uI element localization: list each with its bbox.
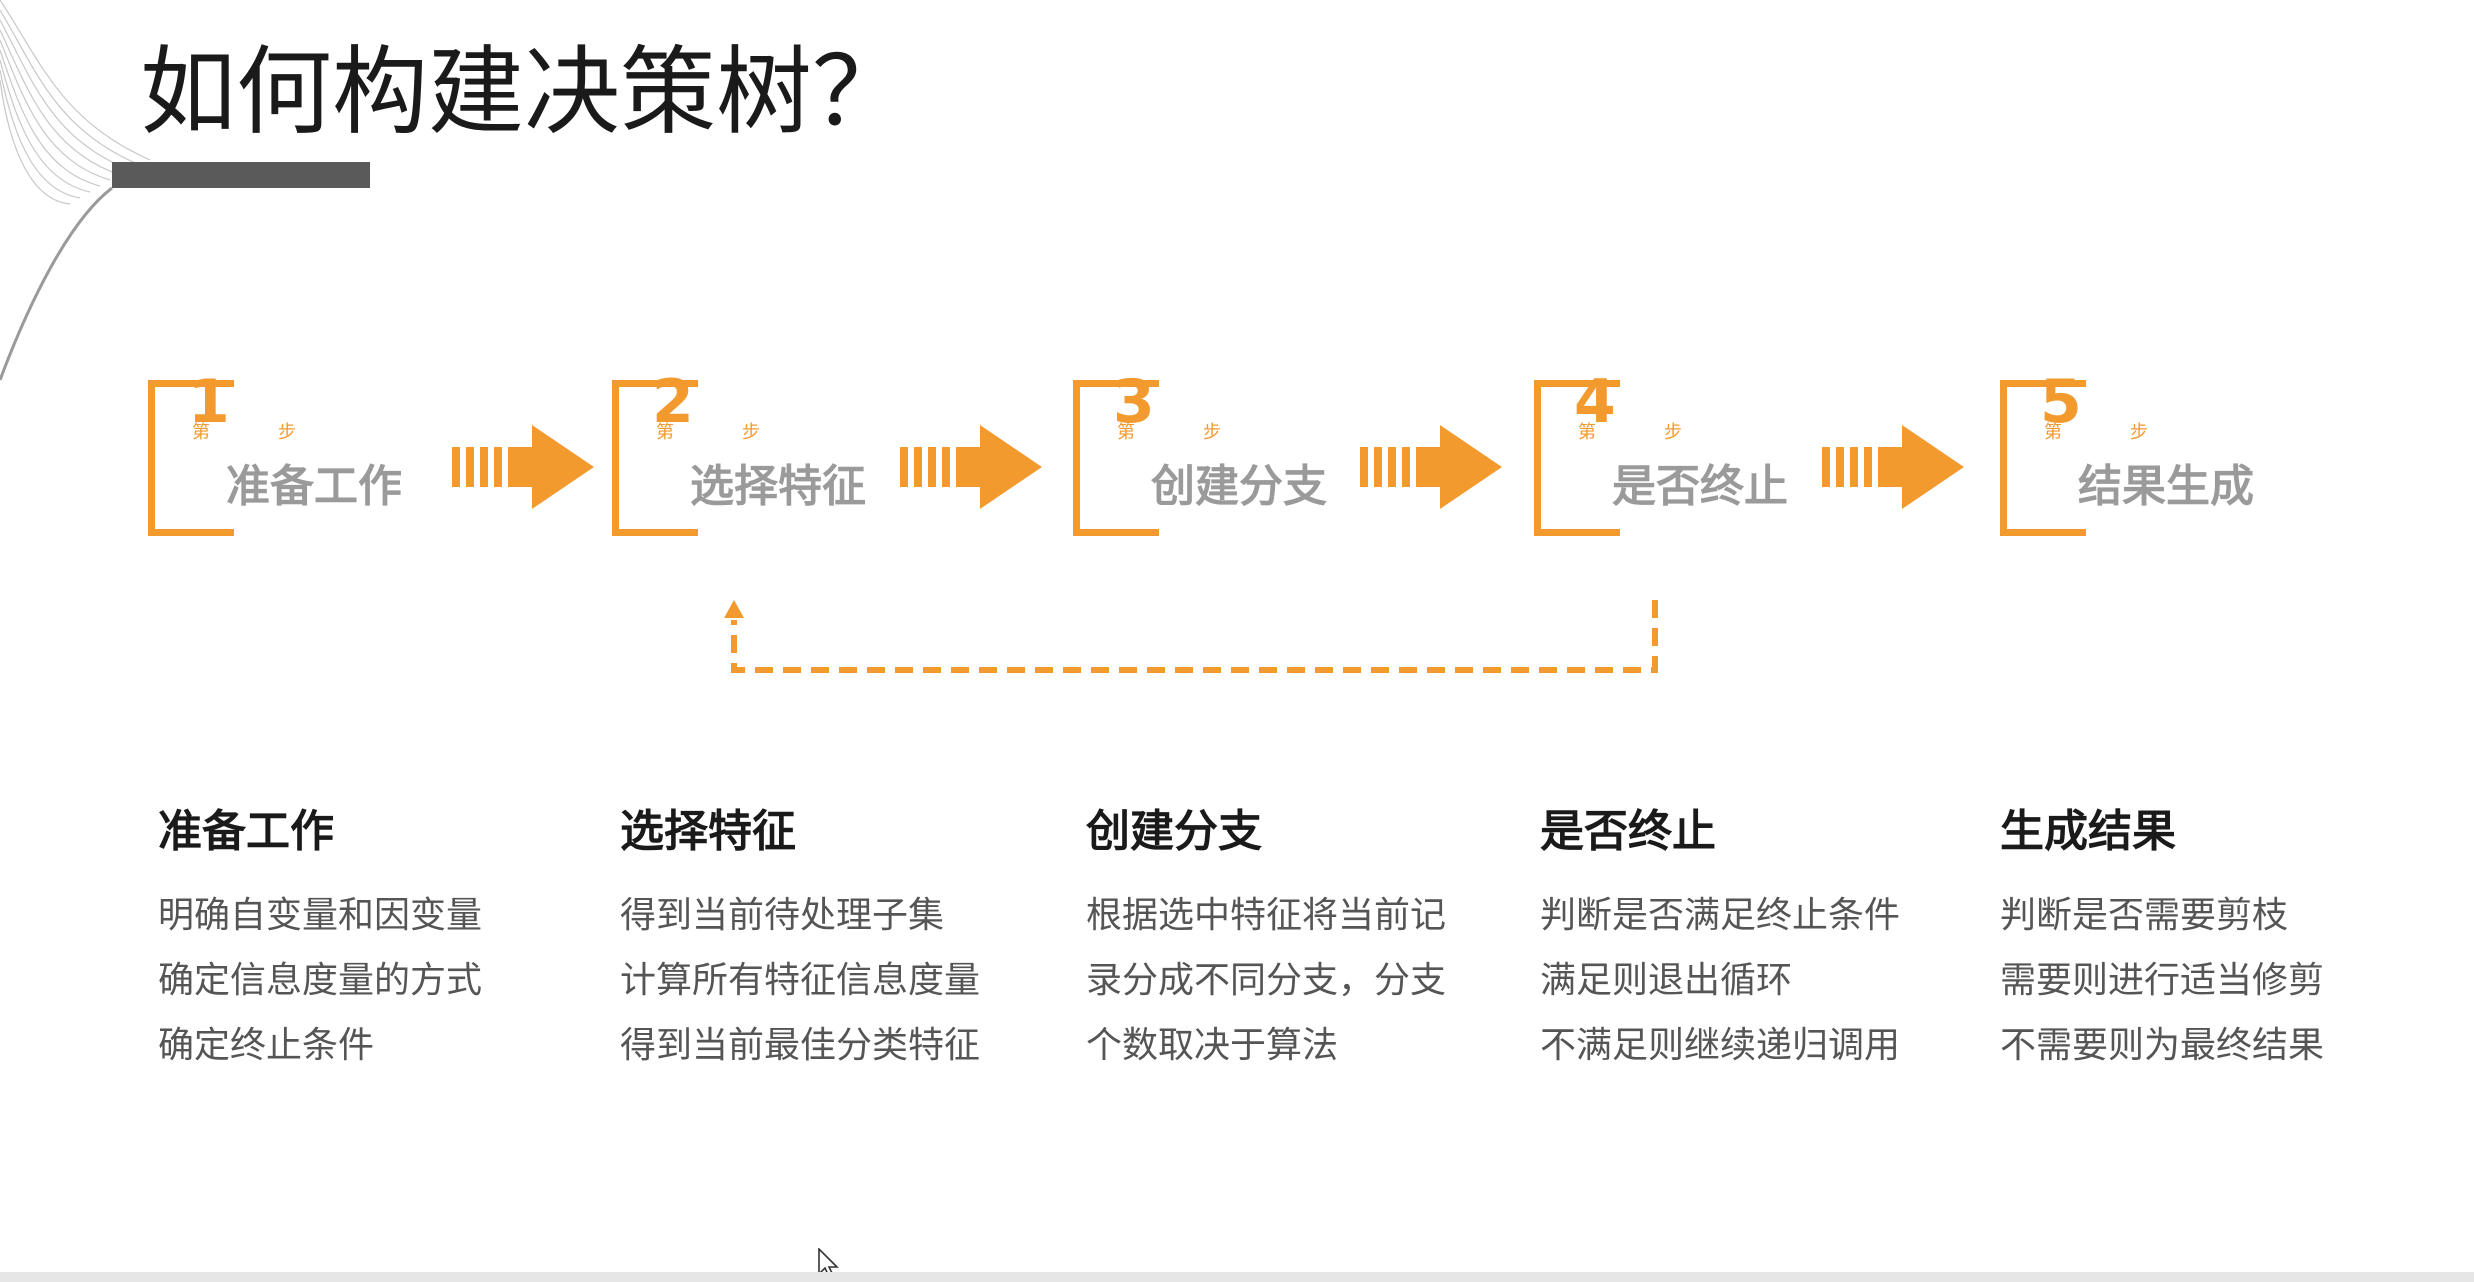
detail-heading: 创建分支 [1086, 806, 1262, 857]
detail-heading: 是否终止 [1540, 806, 1716, 857]
step-di-char: 第 [2044, 422, 2062, 443]
step-di-char: 第 [1117, 422, 1135, 443]
step-3: 3 第 步 创建分支 [1073, 372, 1393, 540]
step-di-char: 第 [192, 422, 210, 443]
arrow-right-icon [900, 425, 1042, 509]
step-bracket [2000, 380, 2086, 536]
step-5: 5 第 步 结果生成 [2000, 372, 2320, 540]
step-label: 结果生成 [2078, 461, 2254, 512]
detail-line: 确定终止条件 [158, 1025, 375, 1066]
detail-line: 不满足则继续递归调用 [1540, 1025, 1901, 1066]
step-label: 是否终止 [1612, 461, 1788, 512]
step-label: 选择特征 [690, 461, 866, 512]
detail-line: 计算所有特征信息度量 [620, 960, 981, 1001]
detail-line: 满足则退出循环 [1540, 960, 1793, 1001]
step-bu-char: 步 [278, 422, 296, 443]
step-bracket [148, 380, 234, 536]
detail-column-3: 创建分支 根据选中特征将当前记 录分成不同分支，分支 个数取决于算法 [1086, 795, 1486, 1078]
arrow-right-icon [1822, 425, 1964, 509]
detail-line: 录分成不同分支，分支 [1086, 960, 1447, 1001]
step-label: 准备工作 [226, 461, 402, 512]
detail-heading: 准备工作 [158, 806, 334, 857]
detail-column-2: 选择特征 得到当前待处理子集 计算所有特征信息度量 得到当前最佳分类特征 [620, 795, 1020, 1078]
step-2: 2 第 步 选择特征 [612, 372, 932, 540]
step-number: 4 [1574, 367, 1616, 437]
step-bracket [612, 380, 698, 536]
title-underline [112, 162, 370, 188]
detail-line: 得到当前待处理子集 [620, 895, 945, 936]
detail-line: 不需要则为最终结果 [2000, 1025, 2325, 1066]
step-number: 1 [188, 367, 230, 437]
step-number: 2 [652, 367, 694, 437]
step-bracket [1073, 380, 1159, 536]
decorative-swoosh [0, 0, 151, 381]
bottom-divider [0, 1272, 2474, 1282]
page-title: 如何构建决策树？ [140, 36, 908, 148]
detail-heading: 选择特征 [620, 806, 796, 857]
step-bu-char: 步 [2130, 422, 2148, 443]
detail-column-4: 是否终止 判断是否满足终止条件 满足则退出循环 不满足则继续递归调用 [1540, 795, 1940, 1078]
detail-column-5: 生成结果 判断是否需要剪枝 需要则进行适当修剪 不需要则为最终结果 [2000, 795, 2400, 1078]
detail-column-1: 准备工作 明确自变量和因变量 确定信息度量的方式 确定终止条件 [158, 795, 558, 1078]
detail-line: 明确自变量和因变量 [158, 895, 483, 936]
step-bu-char: 步 [1664, 422, 1682, 443]
step-number: 5 [2040, 367, 2082, 437]
detail-line: 根据选中特征将当前记 [1086, 895, 1447, 936]
step-di-char: 第 [656, 422, 674, 443]
step-di-char: 第 [1578, 422, 1596, 443]
detail-line: 得到当前最佳分类特征 [620, 1025, 981, 1066]
step-4: 4 第 步 是否终止 [1534, 372, 1854, 540]
step-label: 创建分支 [1151, 461, 1327, 512]
detail-line: 需要则进行适当修剪 [2000, 960, 2325, 1001]
detail-line: 判断是否需要剪枝 [2000, 895, 2289, 936]
step-number: 3 [1113, 367, 1155, 437]
step-bu-char: 步 [1203, 422, 1221, 443]
detail-line: 确定信息度量的方式 [158, 960, 483, 1001]
step-bu-char: 步 [742, 422, 760, 443]
arrow-right-icon [452, 425, 594, 509]
detail-line: 个数取决于算法 [1086, 1025, 1339, 1066]
arrow-right-icon [1360, 425, 1502, 509]
detail-line: 判断是否满足终止条件 [1540, 895, 1901, 936]
loop-back-arrow [724, 600, 1658, 673]
detail-heading: 生成结果 [2000, 806, 2176, 857]
step-1: 1 第 步 准备工作 [148, 372, 468, 540]
step-bracket [1534, 380, 1620, 536]
